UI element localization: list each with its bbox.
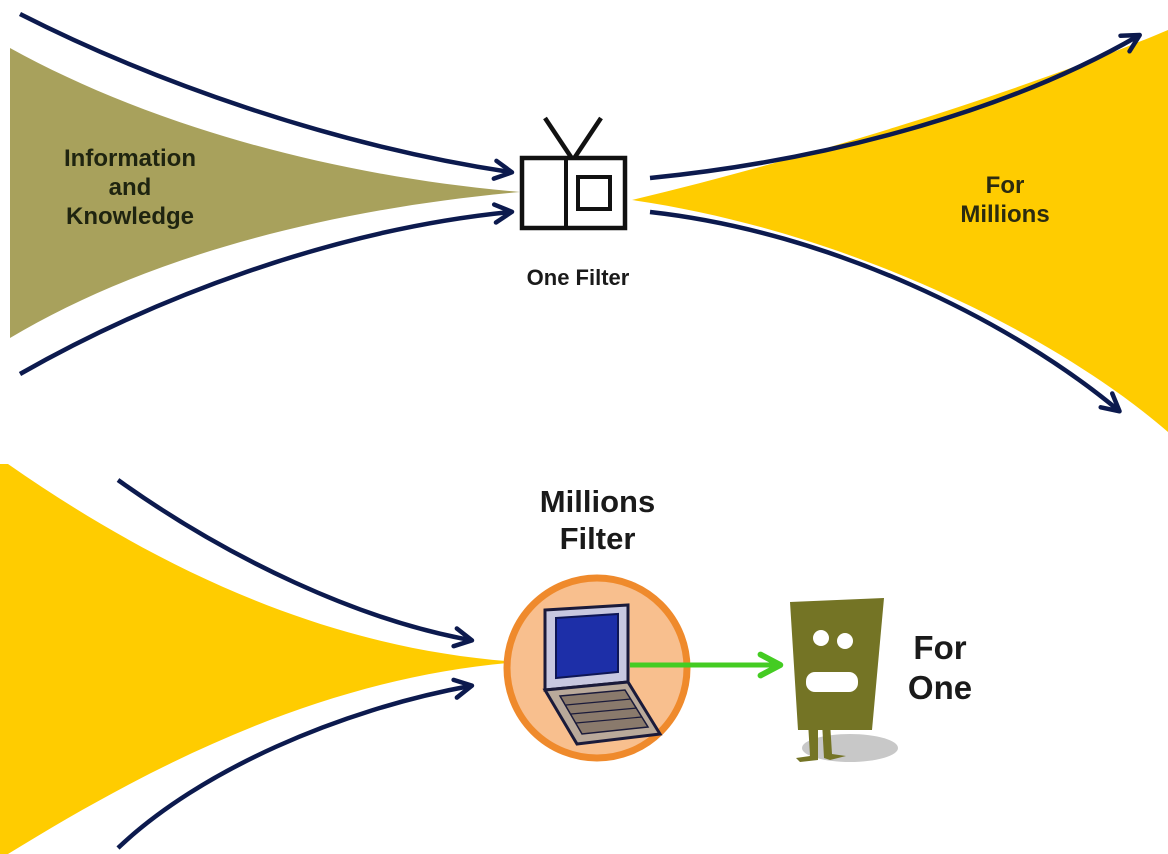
tv-icon [519,116,628,231]
information-label-line-1: Information [64,145,196,172]
bottom-lower-arrow [116,677,475,850]
information-label-line-3: Knowledge [65,202,194,230]
bottom-upper-arrow [116,478,475,649]
for-one-line-1: For [913,629,967,666]
for-millions-line-2: Millions [960,200,1050,228]
information-wedge [10,48,520,338]
for-millions-line-1: For [985,172,1025,199]
information-label-line-2: and [108,173,152,201]
millions-input-wedge [0,464,520,854]
top-left-lower-arrow [18,202,515,376]
top-right-upper-arrow [649,32,1142,181]
for-one-line-2: One [907,668,973,706]
one-filter-label: One Filter [526,265,630,290]
for-millions-label: For Millions [930,172,1080,230]
top-left-upper-arrow [18,11,515,181]
information-knowledge-label: Information and Knowledge [40,145,220,231]
millions-output-wedge [632,30,1168,432]
for-one-label: For One [885,628,995,707]
top-right-lower-arrow [649,209,1122,414]
person-figure-icon [790,598,898,762]
millions-filter-line-2: Filter [559,521,636,557]
millions-filter-label: Millions Filter [500,483,695,557]
millions-filter-line-1: Millions [539,484,656,519]
laptop-icon [542,603,663,746]
